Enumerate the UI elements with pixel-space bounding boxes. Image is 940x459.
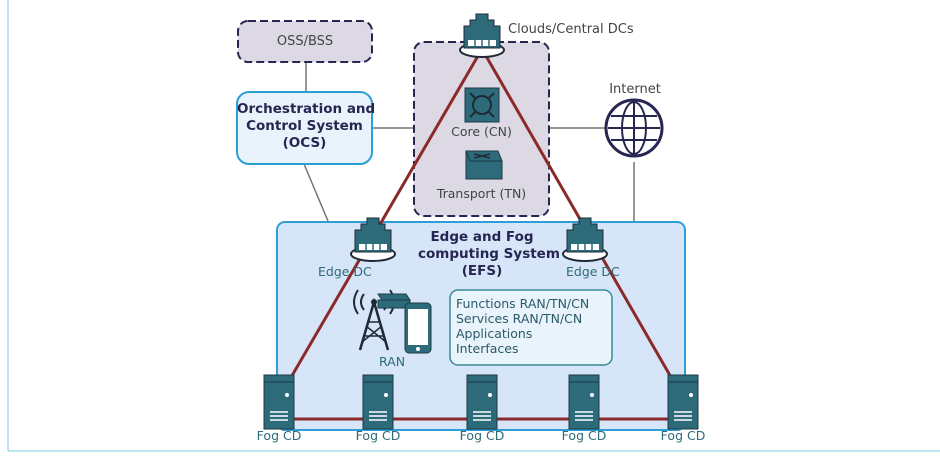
core-transport-region [413, 41, 550, 217]
efs-line-3: (EFS) [461, 263, 503, 279]
server-icon [667, 374, 699, 430]
efs-title: Edge and Fog computing System (EFS) [418, 229, 560, 280]
edge-dc-left-label: Edge DC [318, 264, 372, 279]
ocs-line-3: (OCS) [282, 135, 327, 151]
fog-label-3: Fog CD [459, 428, 505, 443]
server-icon [466, 374, 498, 430]
functions-list: Functions RAN/TN/CN Services RAN/TN/CN A… [456, 296, 589, 356]
datacenter-icon [459, 13, 505, 58]
globe-icon [604, 98, 664, 158]
router-icon [464, 87, 500, 123]
antenna-tower-icon [353, 289, 395, 351]
functions-item: Services RAN/TN/CN [456, 311, 583, 326]
ocs-line-1: Orchestration and [237, 101, 376, 117]
fog-label-1: Fog CD [256, 428, 302, 443]
ocs-line-2: Control System [246, 118, 363, 134]
smartphone-icon [404, 302, 432, 354]
functions-box [449, 289, 613, 366]
functions-item: Functions RAN/TN/CN [456, 296, 590, 311]
fog-label-4: Fog CD [561, 428, 607, 443]
functions-item: Applications [456, 326, 533, 341]
ocs-box [236, 91, 373, 165]
server-icon [263, 374, 295, 430]
server-icon [362, 374, 394, 430]
fog-label-5: Fog CD [660, 428, 706, 443]
transport-label: Transport (TN) [436, 186, 527, 201]
functions-item: Interfaces [456, 341, 519, 356]
link-ocs-efs [303, 163, 329, 222]
oss-bss-box [237, 20, 373, 63]
ocs-title: Orchestration and Control System (OCS) [237, 101, 376, 152]
clouds-label: Clouds/Central DCs [508, 22, 634, 37]
fog-label-2: Fog CD [355, 428, 401, 443]
ran-label: RAN [379, 354, 406, 369]
edge-dc-right-label: Edge DC [566, 264, 620, 279]
efs-line-1: Edge and Fog [430, 229, 534, 245]
switch-icon [465, 150, 503, 180]
core-label: Core (CN) [451, 124, 512, 139]
server-icon [568, 374, 600, 430]
internet-label: Internet [609, 82, 661, 97]
oss-bss-label: OSS/BSS [276, 34, 334, 49]
efs-line-2: computing System [418, 246, 560, 262]
